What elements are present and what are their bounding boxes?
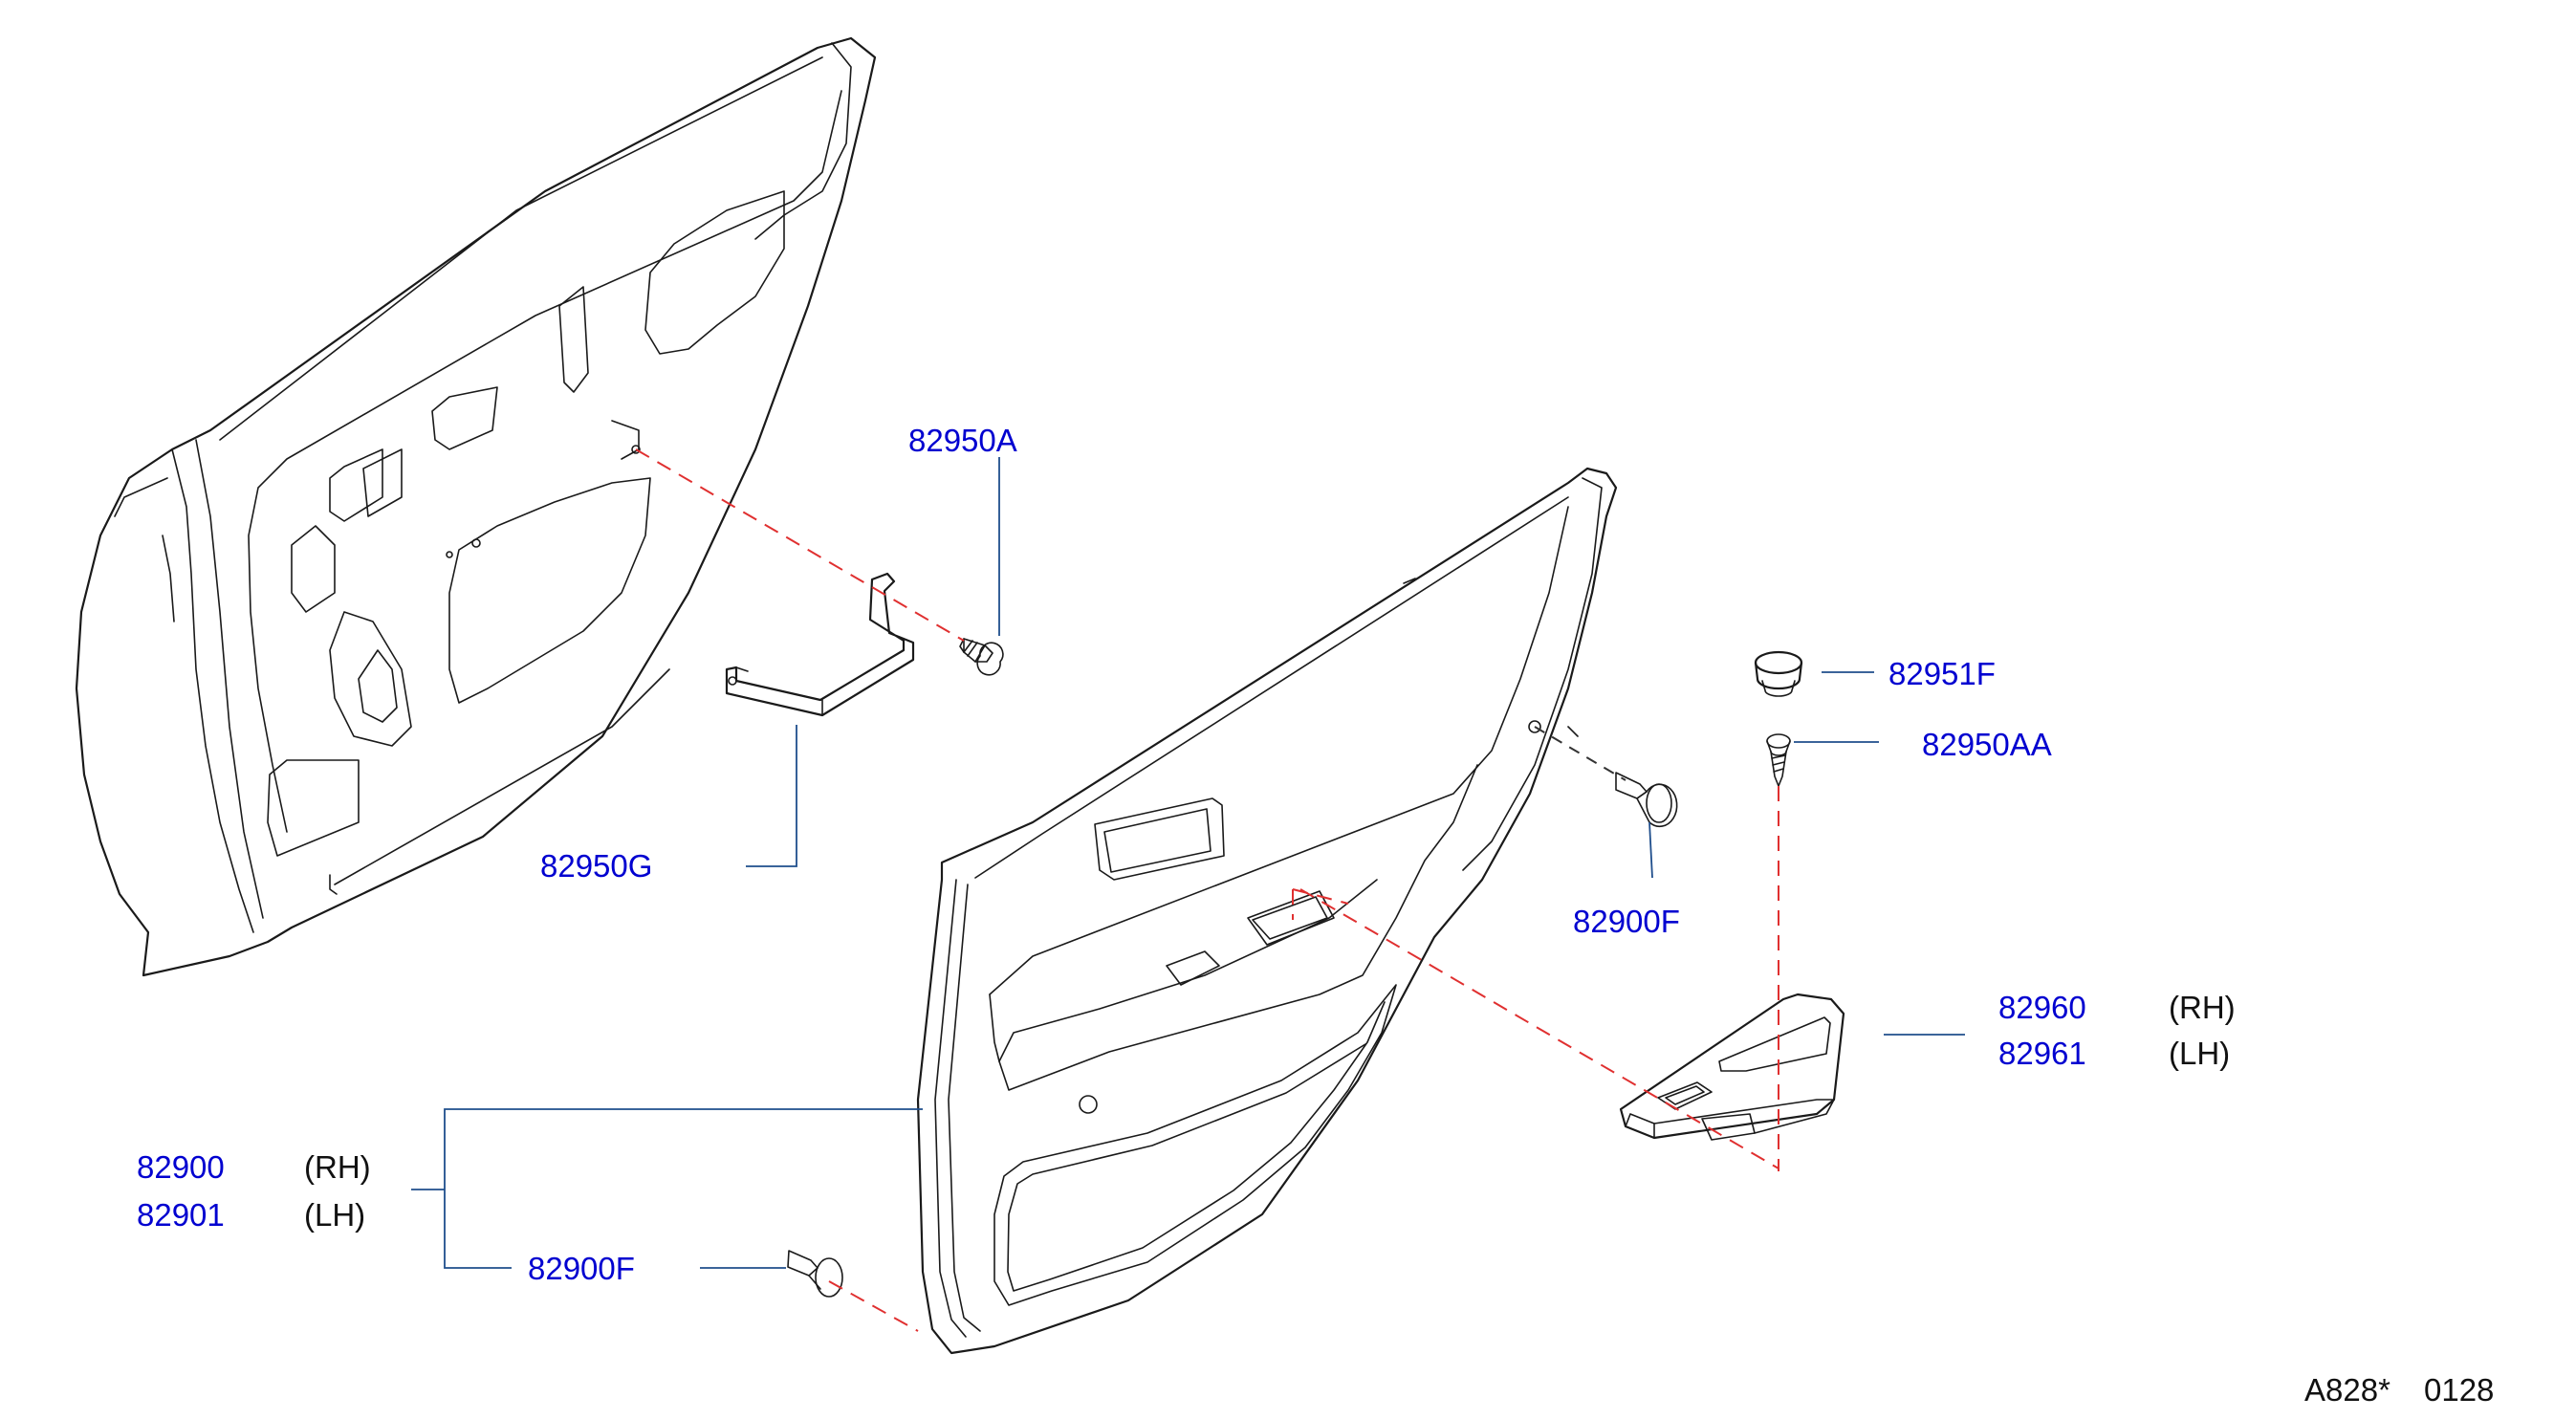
label-82900f-bottom: 82900F xyxy=(528,1251,635,1286)
plug-82951f xyxy=(1754,650,1803,697)
label-82901: 82901 xyxy=(137,1197,225,1233)
screw-82950aa xyxy=(1766,733,1791,787)
clip-82900f-bottom xyxy=(787,1250,843,1298)
assembly-line-switch-box xyxy=(1292,888,1349,920)
leader-lines xyxy=(411,457,1965,1269)
door-inner-panel xyxy=(75,36,877,977)
label-82961-side: (LH) xyxy=(2169,1036,2230,1071)
label-82900f-right: 82900F xyxy=(1573,904,1680,939)
label-82961: 82961 xyxy=(1998,1036,2086,1071)
label-82960-side: (RH) xyxy=(2169,990,2236,1025)
label-82900: 82900 xyxy=(137,1149,225,1185)
door-trim-panel xyxy=(916,467,1618,1355)
assembly-line-clip-right xyxy=(1534,726,1626,781)
assembly-line-clip-top xyxy=(635,448,965,642)
door-bracket xyxy=(725,572,915,717)
label-82950a: 82950A xyxy=(908,423,1017,458)
label-82901-side: (LH) xyxy=(304,1197,365,1233)
diagram-number: 0128 xyxy=(2424,1372,2494,1408)
assembly-line-switch xyxy=(1299,888,1779,1169)
switch-finisher xyxy=(1619,993,1845,1141)
label-82950aa: 82950AA xyxy=(1922,727,2052,762)
label-82900-side: (RH) xyxy=(304,1149,371,1185)
assembly-line-clip-bottom xyxy=(828,1280,919,1332)
label-82950g: 82950G xyxy=(540,848,652,884)
diagram-code: A828* xyxy=(2304,1372,2390,1408)
label-82960: 82960 xyxy=(1998,990,2086,1025)
label-82951f: 82951F xyxy=(1888,656,1996,691)
screw-82950a xyxy=(959,638,1004,676)
clip-82900f-right xyxy=(1615,772,1678,828)
